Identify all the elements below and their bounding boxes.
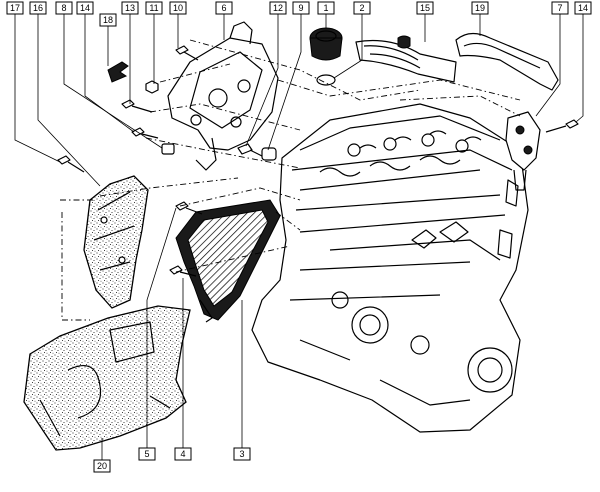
callout-label: 8 [61,3,66,13]
bolt-12 [237,143,263,157]
spacer-8 [161,143,175,155]
bolt-13 [121,99,153,113]
bolt-14-right [545,119,579,133]
callout-label: 14 [578,3,588,13]
callout-10: 10 [169,1,187,15]
callout-label: 14 [80,3,90,13]
callout-1: 1 [317,1,335,15]
callout-5: 5 [138,447,156,461]
callout-15: 15 [416,1,434,15]
callout-label: 6 [221,3,226,13]
callout-4: 4 [174,447,192,461]
bolt-4 [169,265,197,277]
timing-side-cover [83,175,149,309]
callout-3: 3 [233,447,251,461]
callout-label: 13 [125,3,135,13]
assembly-guide-lines [60,39,521,321]
nut-11 [145,80,159,94]
callout-14-top-right: 14 [574,1,592,15]
cap-seal-ring [316,74,336,86]
callout-14-top-left: 14 [76,1,94,15]
callout-label: 15 [420,3,430,13]
callout-label: 18 [103,15,113,25]
air-intake-duct [455,32,559,91]
under-engine-shield [23,305,191,451]
engine-block [251,103,529,433]
callout-13: 13 [121,1,139,15]
callout-label: 2 [359,3,364,13]
callout-label: 16 [33,3,43,13]
callout-lines [14,14,584,460]
callout-label: 11 [149,3,158,13]
side-bracket-7 [505,111,541,191]
oil-filler-cap [309,27,343,61]
callout-label: 3 [239,449,244,459]
callout-12: 12 [269,1,287,15]
callout-18: 18 [99,13,117,27]
callout-labels: 17 16 8 14 13 11 10 6 12 9 1 [6,1,592,473]
callout-label: 19 [475,3,485,13]
callout-label: 12 [273,3,283,13]
callout-2: 2 [353,1,371,15]
callout-20: 20 [93,459,111,473]
callout-11: 11 [145,1,163,15]
sump-guard [175,199,281,323]
callout-label: 10 [173,3,183,13]
callout-7: 7 [551,1,569,15]
sleeve-9 [261,147,277,161]
callout-6: 6 [215,1,233,15]
callout-16: 16 [29,1,47,15]
bolt-10 [175,45,199,61]
callout-label: 17 [10,3,20,13]
callout-label: 4 [180,449,185,459]
callout-label: 5 [144,449,149,459]
callout-label: 9 [298,3,303,13]
breather-hose [355,35,457,83]
callout-label: 7 [557,3,562,13]
engine-mount-bracket [167,21,279,171]
callout-9: 9 [292,1,310,15]
callout-8: 8 [55,1,73,15]
callout-label: 20 [97,461,107,471]
callout-19: 19 [471,1,489,15]
clip-18 [107,61,129,83]
callout-17: 17 [6,1,24,15]
bolt-17 [57,155,85,173]
callout-label: 1 [323,3,328,13]
